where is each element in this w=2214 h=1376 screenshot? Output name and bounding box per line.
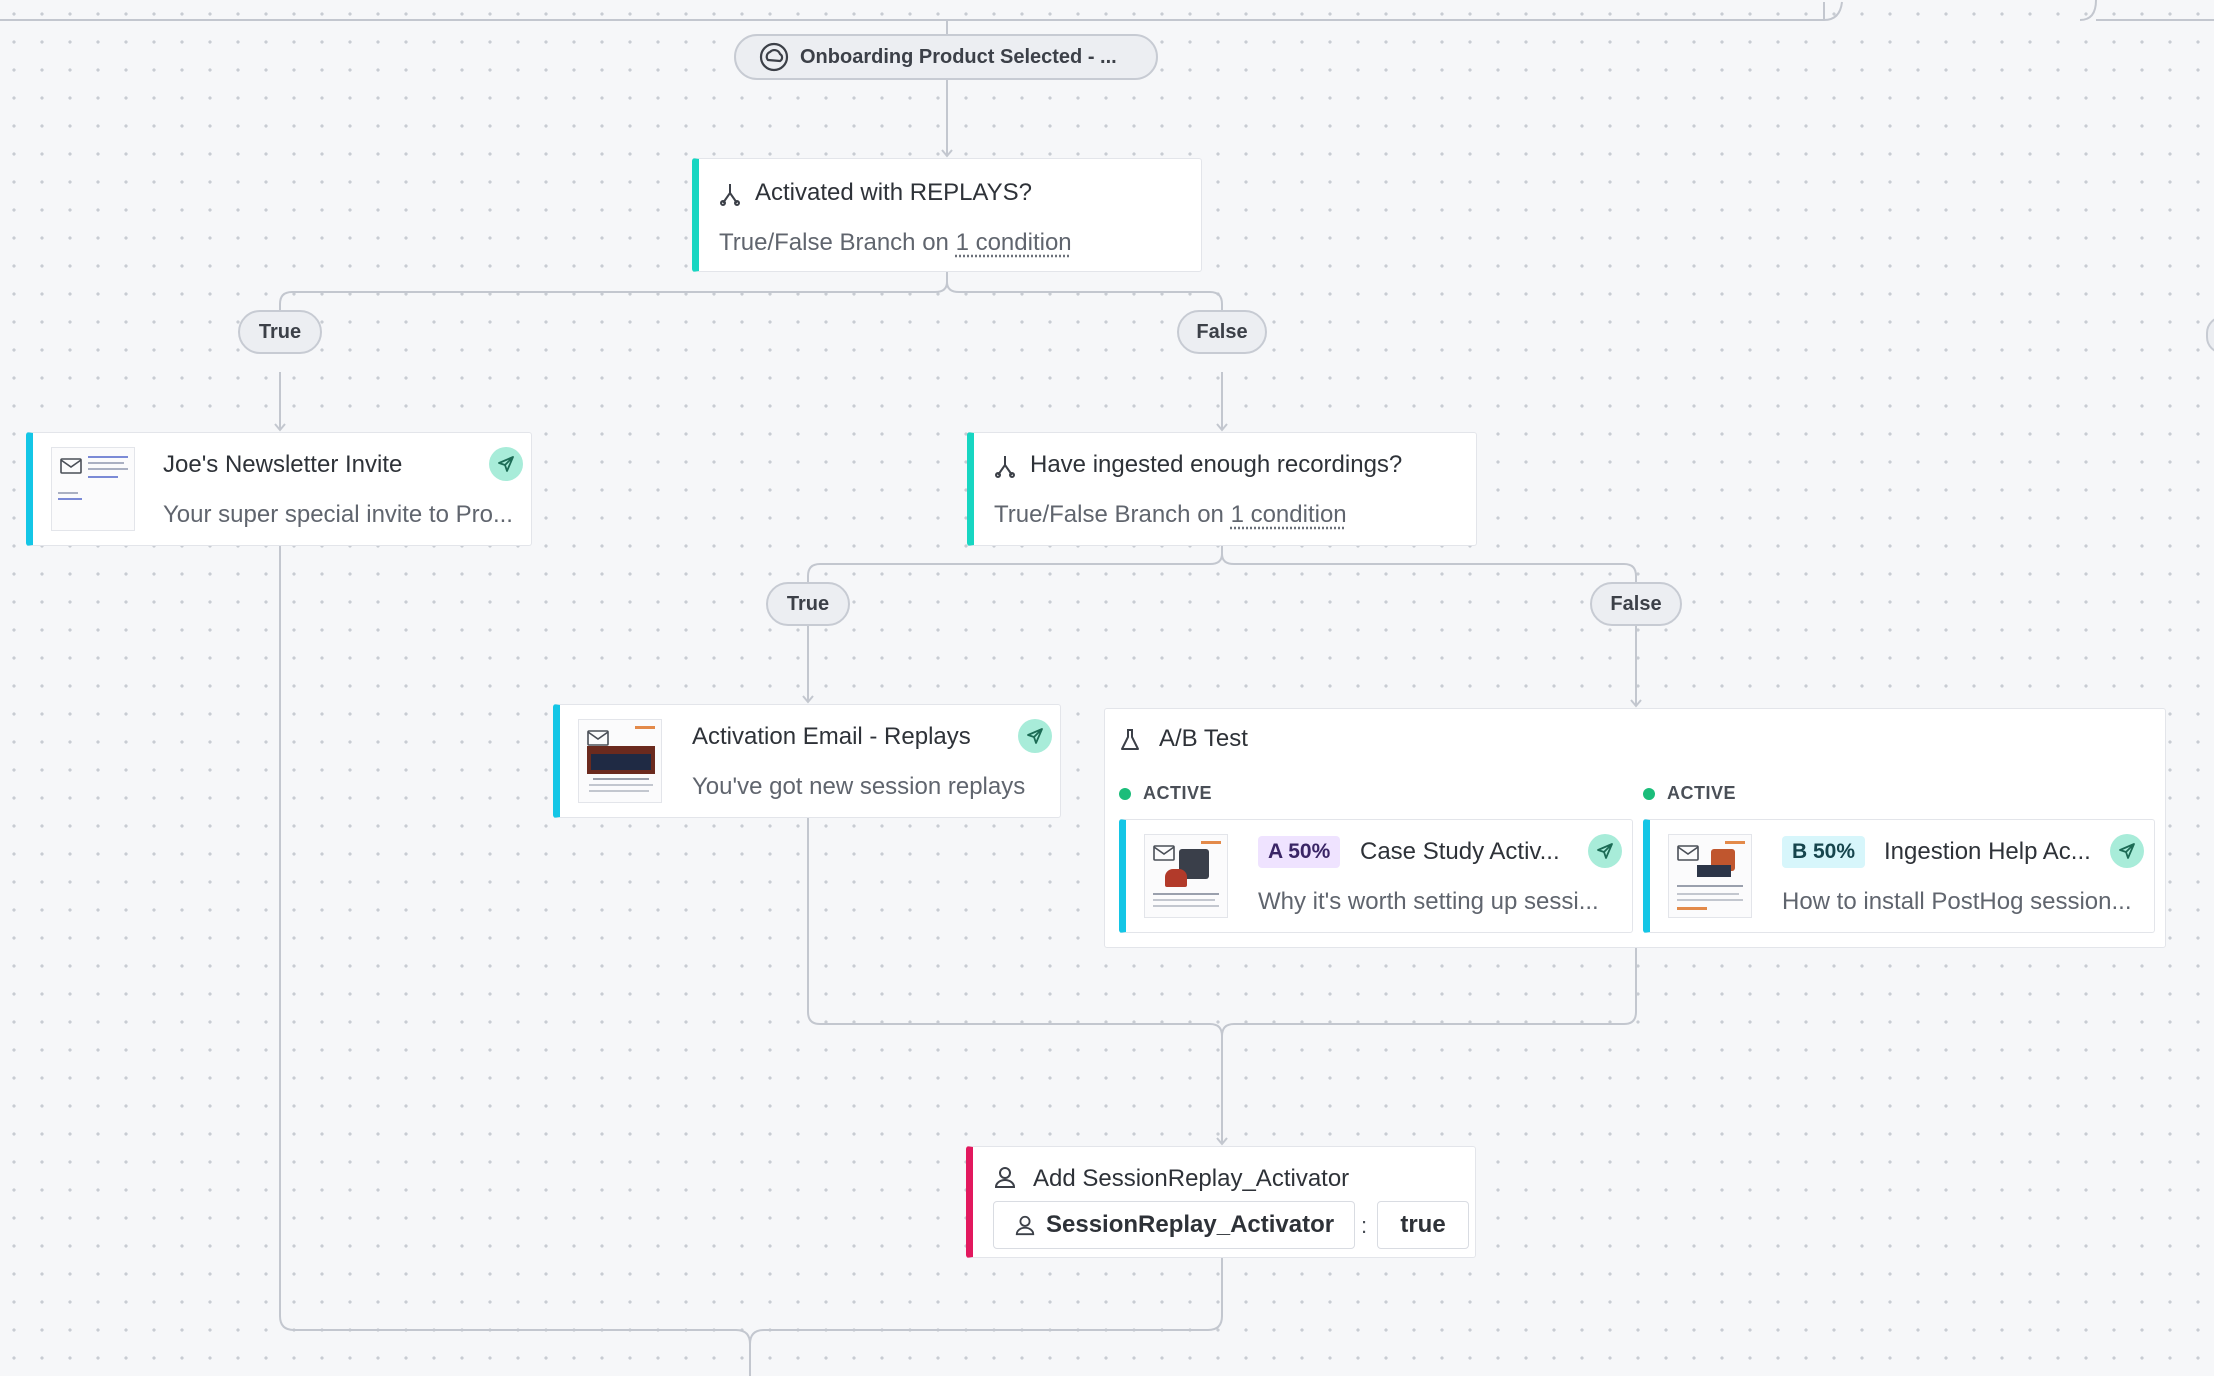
connector-activation-to-merge	[807, 818, 1223, 1144]
true-label: True	[238, 310, 322, 354]
branch-subtitle-prefix: True/False Branch on	[719, 229, 956, 256]
trigger-label: Onboarding Product Selected - ...	[800, 45, 1117, 68]
email-subtitle: Why it's worth setting up sessi...	[1258, 888, 1599, 915]
email-subtitle: You've got new session replays	[692, 773, 1026, 800]
trigger-node[interactable]: Onboarding Product Selected - ...	[734, 34, 1158, 80]
connector-branch1-to-false	[946, 272, 1223, 330]
email-title: Ingestion Help Ac...	[1884, 838, 2091, 865]
envelope-icon	[587, 730, 609, 751]
active-dot	[1643, 787, 1655, 800]
false-label: False	[1590, 582, 1682, 626]
branch-icon	[994, 453, 1016, 484]
email-title: Joe's Newsletter Invite	[163, 451, 403, 478]
envelope-icon	[1153, 845, 1175, 866]
property-name: SessionReplay_Activator	[1046, 1211, 1335, 1238]
property-value: true	[1400, 1211, 1446, 1238]
email-title: Activation Email - Replays	[692, 723, 971, 750]
variant-a-badge: A 50%	[1258, 836, 1341, 868]
email-subtitle: Your super special invite to Pro...	[163, 501, 513, 528]
person-icon	[1014, 1214, 1036, 1236]
variant-a-email[interactable]: A 50% Case Study Activ... Why it's worth…	[1119, 819, 1633, 933]
variant-a-status: ACTIVE	[1119, 783, 1212, 804]
property-name-chip[interactable]: SessionReplay_Activator	[993, 1201, 1355, 1249]
status-label: ACTIVE	[1143, 783, 1213, 803]
connector-add-to-merge	[749, 1258, 1223, 1345]
email-thumbnail	[1144, 834, 1228, 918]
property-value-chip[interactable]: true	[1377, 1201, 1469, 1249]
false-label: False	[1177, 310, 1267, 354]
branch-subtitle-prefix: True/False Branch on	[994, 501, 1231, 528]
property-separator: :	[1361, 1213, 1368, 1238]
branch-title: Activated with REPLAYS?	[755, 179, 1033, 206]
email-title: Case Study Activ...	[1360, 838, 1560, 865]
send-icon[interactable]	[1018, 719, 1052, 753]
email-thumbnail	[1668, 834, 1752, 918]
active-dot	[1119, 787, 1131, 800]
send-icon[interactable]	[2110, 834, 2144, 868]
connector-top-edge	[0, 0, 2214, 21]
condition-link[interactable]: 1 condition	[1230, 501, 1347, 528]
person-icon	[993, 1165, 1017, 1194]
email-thumbnail	[51, 447, 135, 531]
connector-branch1-to-true	[279, 272, 948, 330]
email-node-activation[interactable]: Activation Email - Replays You've got ne…	[553, 704, 1061, 818]
branch-icon	[719, 181, 741, 212]
variant-b-status: ACTIVE	[1643, 783, 1736, 804]
variant-b-badge: B 50%	[1782, 836, 1866, 868]
add-property-title: Add SessionReplay_Activator	[1033, 1165, 1350, 1192]
flask-icon	[1119, 727, 1141, 758]
envelope-icon	[1677, 845, 1699, 866]
branch-subtitle: True/False Branch on 1 condition	[719, 229, 1072, 257]
condition-link[interactable]: 1 condition	[955, 229, 1072, 256]
branch-subtitle: True/False Branch on 1 condition	[994, 501, 1347, 529]
email-subtitle: How to install PostHog session...	[1782, 888, 2132, 915]
add-property-node[interactable]: Add SessionReplay_Activator SessionRepla…	[966, 1146, 1476, 1258]
connector-abtest-to-merge	[1221, 948, 1637, 1037]
connector-newsletter-down	[279, 544, 751, 1376]
branch-node-activated-replays[interactable]: Activated with REPLAYS? True/False Branc…	[692, 158, 1202, 272]
send-icon[interactable]	[489, 447, 523, 481]
ab-test-title: A/B Test	[1159, 725, 1248, 752]
connector-branch2-to-true	[807, 544, 1223, 602]
variant-b-email[interactable]: B 50% Ingestion Help Ac... How to instal…	[1643, 819, 2155, 933]
envelope-icon	[60, 458, 82, 479]
branch-node-ingested-recordings[interactable]: Have ingested enough recordings? True/Fa…	[967, 432, 1477, 546]
send-icon[interactable]	[1588, 834, 1622, 868]
true-label: True	[766, 582, 850, 626]
branch-title: Have ingested enough recordings?	[1030, 451, 1403, 478]
trigger-icon	[758, 41, 790, 73]
connector-branch2-to-false	[1221, 544, 1637, 602]
ab-test-node[interactable]: A/B Test ACTIVE A 50% Case Study Activ..…	[1104, 708, 2166, 948]
arrow-heads	[274, 149, 1642, 1146]
status-label: ACTIVE	[1667, 783, 1737, 803]
email-node-newsletter[interactable]: Joe's Newsletter Invite Your super speci…	[26, 432, 532, 546]
email-thumbnail	[578, 719, 662, 803]
